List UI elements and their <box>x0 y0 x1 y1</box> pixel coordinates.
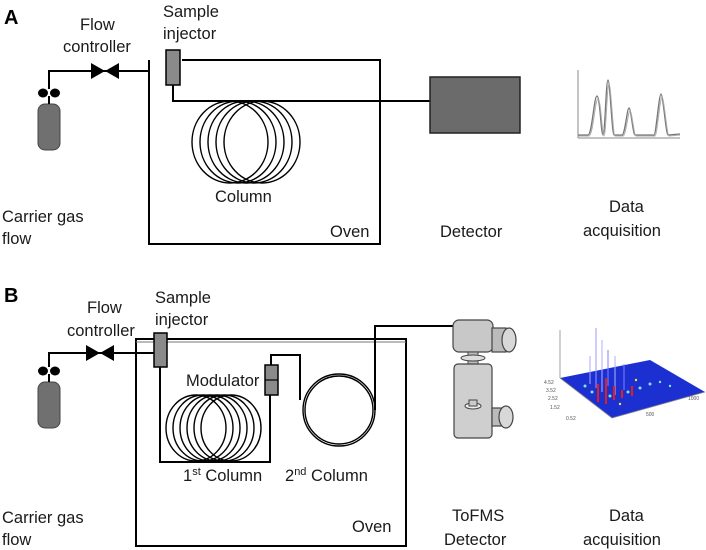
carrier-gas-label-2: flow <box>2 230 31 248</box>
panel-a-letter: A <box>4 7 18 29</box>
first-column-label: 1st Column <box>183 466 262 485</box>
axis-tick: 0.52 <box>566 416 576 422</box>
oven-label: Oven <box>330 223 369 241</box>
detector-label: Detector <box>440 223 503 241</box>
carrier-gas-label-1: Carrier gas <box>2 208 84 226</box>
column-coil <box>191 100 301 184</box>
axis-tick: 1.52 <box>550 405 560 411</box>
oven-label: Oven <box>352 518 391 536</box>
first-column-coil <box>165 394 262 462</box>
first-column-line <box>159 367 271 463</box>
column-label: Column <box>215 188 272 206</box>
sample-injector-label-2: injector <box>163 25 217 43</box>
second-column-line <box>270 354 301 400</box>
flow-controller-label-2: controller <box>67 322 135 340</box>
second-column-coil <box>302 373 376 447</box>
flow-controller-label-1: Flow <box>87 299 122 317</box>
detector-icon <box>429 76 521 134</box>
flow-controller-label-1: Flow <box>80 16 115 34</box>
gas-line <box>48 352 155 367</box>
panel-b-letter: B <box>4 285 18 307</box>
tofms-label-2: Detector <box>444 531 507 549</box>
column-line <box>172 85 430 102</box>
axis-tick: 500 <box>646 412 655 418</box>
carrier-gas-label-1: Carrier gas <box>2 509 84 527</box>
tofms-icon <box>452 319 517 439</box>
data-acquisition-label-1: Data <box>609 507 645 525</box>
data-acquisition-label-2: acquisition <box>583 531 661 549</box>
2d-chromatogram-icon: 4.52 3.52 2.52 1.52 0.52 500 1000 <box>544 328 706 422</box>
sample-injector-label-1: Sample <box>163 3 219 21</box>
modulator-label: Modulator <box>186 372 260 390</box>
sample-injector-icon <box>153 332 168 368</box>
gas-cylinder-icon <box>37 366 61 429</box>
tofms-label-1: ToFMS <box>452 507 504 525</box>
transfer-line <box>374 325 457 410</box>
chromatogram-icon <box>577 70 681 139</box>
oven-box <box>135 338 407 547</box>
valve-icon <box>91 63 119 79</box>
data-acquisition-label-1: Data <box>609 198 645 216</box>
axis-tick: 1000 <box>688 396 699 402</box>
sample-injector-icon <box>165 49 181 86</box>
axis-tick: 2.52 <box>548 396 558 402</box>
oven-box <box>148 59 381 245</box>
axis-tick: 4.52 <box>544 380 554 386</box>
gas-cylinder-icon <box>37 88 61 151</box>
sample-injector-label-2: injector <box>155 311 209 329</box>
valve-icon <box>86 345 114 361</box>
carrier-gas-label-2: flow <box>2 531 31 549</box>
second-column-label: 2nd Column <box>285 466 368 485</box>
sample-injector-label-1: Sample <box>155 289 211 307</box>
data-acquisition-label-2: acquisition <box>583 222 661 240</box>
flow-controller-label-2: controller <box>63 38 131 56</box>
axis-tick: 3.52 <box>546 388 556 394</box>
